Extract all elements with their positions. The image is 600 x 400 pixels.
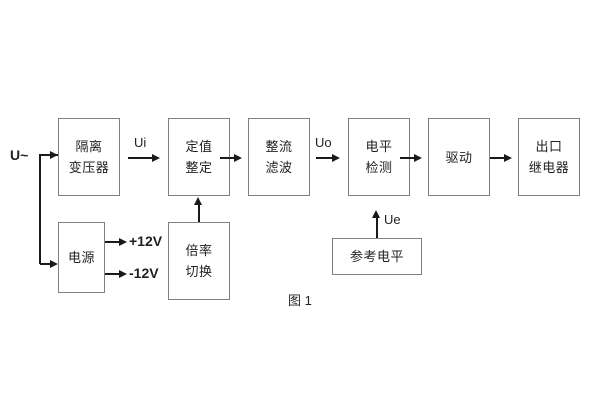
block-drive[interactable]: 驱动 <box>428 118 490 196</box>
block-setting-value[interactable]: 定值 整定 <box>168 118 230 196</box>
block-output-relay[interactable]: 出口 继电器 <box>518 118 580 196</box>
input-signal-label: U~ <box>10 147 29 163</box>
multiplier-to-setting-line <box>198 205 200 222</box>
block-label-line1: 倍率 <box>185 243 213 258</box>
uo-signal-label: Uo <box>315 135 332 150</box>
ue-signal-label: Ue <box>384 212 401 227</box>
block-rectify-filter[interactable]: 整流 滤波 <box>248 118 310 196</box>
figure-caption: 图 1 <box>288 293 312 308</box>
setting-to-rectify-line <box>220 157 234 159</box>
rectify-to-level-line <box>316 157 332 159</box>
drive-to-relay-arrowhead <box>504 153 512 162</box>
block-label-line2: 滤波 <box>265 160 293 175</box>
block-label-line2: 继电器 <box>528 160 570 175</box>
rail-negative-label: -12V <box>129 265 159 281</box>
block-label-line1: 定值 <box>185 139 213 154</box>
block-level-detect[interactable]: 电平 检测 <box>348 118 410 196</box>
setting-to-rectify-arrowhead <box>234 153 242 162</box>
transformer-to-setting-arrowhead <box>152 153 160 162</box>
input-to-transformer-line <box>40 154 50 156</box>
block-label-line2: 检测 <box>365 160 393 175</box>
input-to-power-arrowhead <box>50 259 58 268</box>
rectify-to-level-arrowhead <box>332 153 340 162</box>
block-label-line1: 电平 <box>365 139 393 154</box>
rail-negative-arrowhead <box>119 269 127 278</box>
block-label-line2: 变压器 <box>68 160 110 175</box>
block-label-line1: 电源 <box>67 250 95 265</box>
block-multiplier-switch[interactable]: 倍率 切换 <box>168 222 230 300</box>
drive-to-relay-line <box>490 157 504 159</box>
block-power-supply[interactable]: 电源 <box>58 222 105 293</box>
reference-to-level-line <box>376 218 378 238</box>
rail-negative-line <box>105 273 119 275</box>
level-to-drive-line <box>400 157 414 159</box>
ui-signal-label: Ui <box>134 135 147 150</box>
input-branch-vertical <box>39 154 41 264</box>
block-label-line1: 出口 <box>535 139 563 154</box>
block-label-line2: 整定 <box>185 160 213 175</box>
rail-positive-arrowhead <box>119 237 127 246</box>
rail-positive-label: +12V <box>129 233 163 249</box>
block-reference-level[interactable]: 参考电平 <box>332 238 422 275</box>
input-to-power-line <box>40 263 50 265</box>
rail-positive-line <box>105 241 119 243</box>
block-label-line1: 参考电平 <box>349 249 404 264</box>
input-to-transformer-arrowhead <box>50 150 58 159</box>
transformer-to-setting-line <box>128 157 152 159</box>
block-label-line1: 隔离 <box>75 139 103 154</box>
reference-to-level-arrowhead <box>372 210 380 218</box>
block-isolation-transformer[interactable]: 隔离 变压器 <box>58 118 120 196</box>
block-label-line2: 切换 <box>185 264 213 279</box>
level-to-drive-arrowhead <box>414 153 422 162</box>
multiplier-to-setting-arrowhead <box>194 197 202 205</box>
block-label-line1: 驱动 <box>445 149 473 165</box>
block-label-line1: 整流 <box>265 139 293 154</box>
